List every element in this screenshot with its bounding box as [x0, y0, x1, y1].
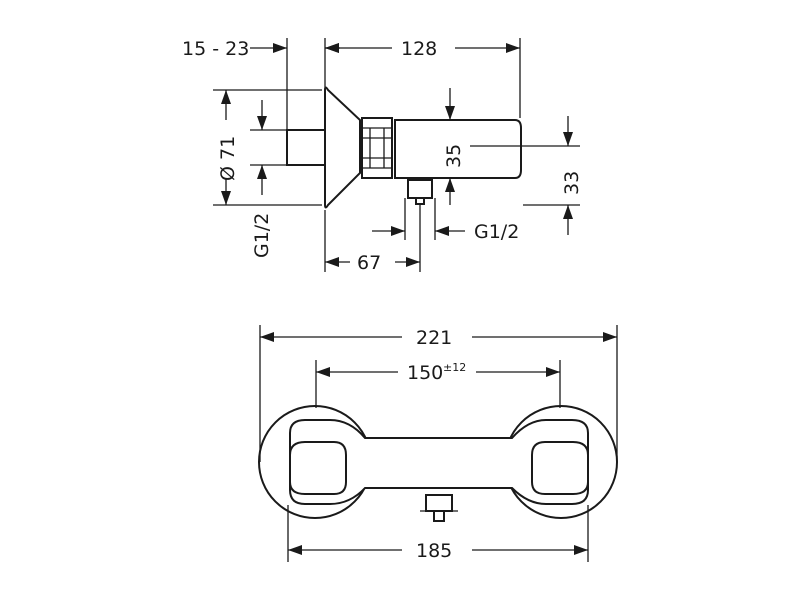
dim-label-g12-right: G1/2	[474, 221, 519, 243]
dim-label-g12-left: G1/2	[251, 213, 273, 258]
left-handle	[289, 441, 347, 495]
dim-label-128: 128	[401, 38, 437, 60]
wall-rosette	[324, 86, 361, 209]
dim-label-diameter-71: Ø 71	[217, 136, 239, 181]
dim-label-185: 185	[416, 540, 452, 562]
dim-label-15-23: 15 - 23	[182, 38, 249, 60]
dim-label-150: 150	[407, 362, 443, 384]
dim-label-221: 221	[416, 327, 452, 349]
dimension-g12-right: G1/2	[372, 221, 519, 243]
hex-nut	[361, 117, 393, 179]
bottom-outlet	[425, 494, 453, 512]
front-view-body	[258, 405, 618, 522]
dim-label-67: 67	[357, 252, 381, 274]
dimension-stub-height	[257, 100, 267, 195]
mixer-body	[394, 119, 522, 179]
front-view-extension-lines	[259, 325, 618, 562]
dim-label-150-tolerance: ±12	[443, 361, 466, 374]
dimension-diameter-71: Ø 71	[217, 90, 239, 205]
side-view-body	[286, 86, 522, 209]
front-view: 221 150 ±12 185	[258, 325, 618, 562]
wall-stub	[286, 129, 326, 166]
side-view-extension-lines	[213, 38, 580, 272]
dim-label-33: 33	[561, 171, 583, 195]
dim-label-35: 35	[443, 144, 465, 168]
dimension-185: 185	[288, 540, 588, 562]
dimension-221: 221	[260, 327, 617, 349]
dimension-150: 150 ±12	[316, 361, 560, 384]
dimension-33: 33	[561, 116, 583, 235]
dimension-g12-left: G1/2	[251, 213, 273, 258]
side-view: 15 - 23 128 Ø 71 G1/2	[182, 38, 583, 274]
dimension-15-23: 15 - 23	[182, 38, 340, 60]
dimension-128: 128	[325, 38, 520, 60]
dimension-67: 67	[325, 252, 420, 274]
mixer-bar	[289, 419, 589, 505]
right-handle	[531, 441, 589, 495]
outlet	[407, 179, 433, 199]
dimension-35: 35	[443, 88, 465, 205]
